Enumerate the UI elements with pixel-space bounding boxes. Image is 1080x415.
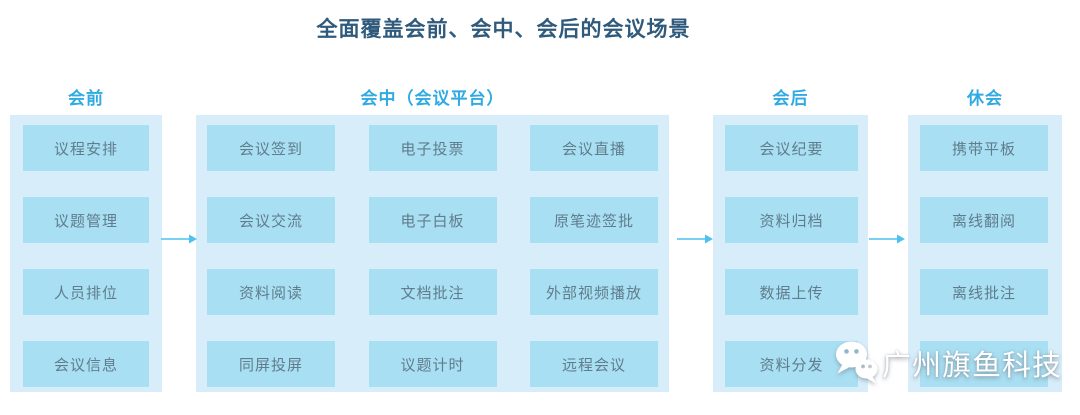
feature-box: 数据上传 xyxy=(725,269,858,315)
column-header-pre-meeting: 会前 xyxy=(68,89,104,109)
feature-box: 会议信息 xyxy=(23,341,149,387)
panel-pre-meeting: 议程安排 议题管理 人员排位 会议信息 xyxy=(10,115,162,392)
feature-box: 携带平板 xyxy=(920,125,1048,171)
feature-box: 外部视频播放 xyxy=(530,269,658,315)
arrow-right-icon xyxy=(869,234,905,244)
feature-box: 资料分发 xyxy=(725,341,858,387)
feature-box: 电子投票 xyxy=(368,125,497,171)
feature-box: 议题管理 xyxy=(23,197,149,243)
feature-box: 同屏投屏 xyxy=(207,341,335,387)
column-header-post-meeting: 会后 xyxy=(772,89,809,109)
feature-box: 会议纪要 xyxy=(725,125,858,171)
feature-box: 资料归档 xyxy=(725,197,858,243)
feature-box: 议题计时 xyxy=(368,341,497,387)
feature-box: 会议签到 xyxy=(207,125,335,171)
feature-box xyxy=(920,341,1048,387)
feature-box: 离线批注 xyxy=(920,269,1048,315)
column-header-recess: 休会 xyxy=(967,89,1003,109)
feature-box: 人员排位 xyxy=(23,269,149,315)
feature-box: 离线翻阅 xyxy=(920,197,1048,243)
feature-box: 资料阅读 xyxy=(207,269,335,315)
feature-box: 原笔迹签批 xyxy=(530,197,658,243)
arrow-right-icon xyxy=(677,234,713,244)
feature-box: 电子白板 xyxy=(368,197,497,243)
panel-post-meeting: 会议纪要 资料归档 数据上传 资料分发 xyxy=(713,115,868,392)
panel-recess: 携带平板 离线翻阅 离线批注 xyxy=(908,115,1062,392)
feature-box: 文档批注 xyxy=(368,269,497,315)
feature-box: 议程安排 xyxy=(23,125,149,171)
column-header-in-meeting: 会中（会议平台） xyxy=(360,89,505,109)
feature-box: 会议直播 xyxy=(530,125,658,171)
feature-box: 远程会议 xyxy=(530,341,658,387)
arrow-right-icon xyxy=(161,234,197,244)
feature-box: 会议交流 xyxy=(207,197,335,243)
panel-in-meeting: 会议签到 电子投票 会议直播 会议交流 电子白板 原笔迹签批 资料阅读 文档批注… xyxy=(196,115,669,392)
diagram-title: 全面覆盖会前、会中、会后的会议场景 xyxy=(316,17,691,41)
